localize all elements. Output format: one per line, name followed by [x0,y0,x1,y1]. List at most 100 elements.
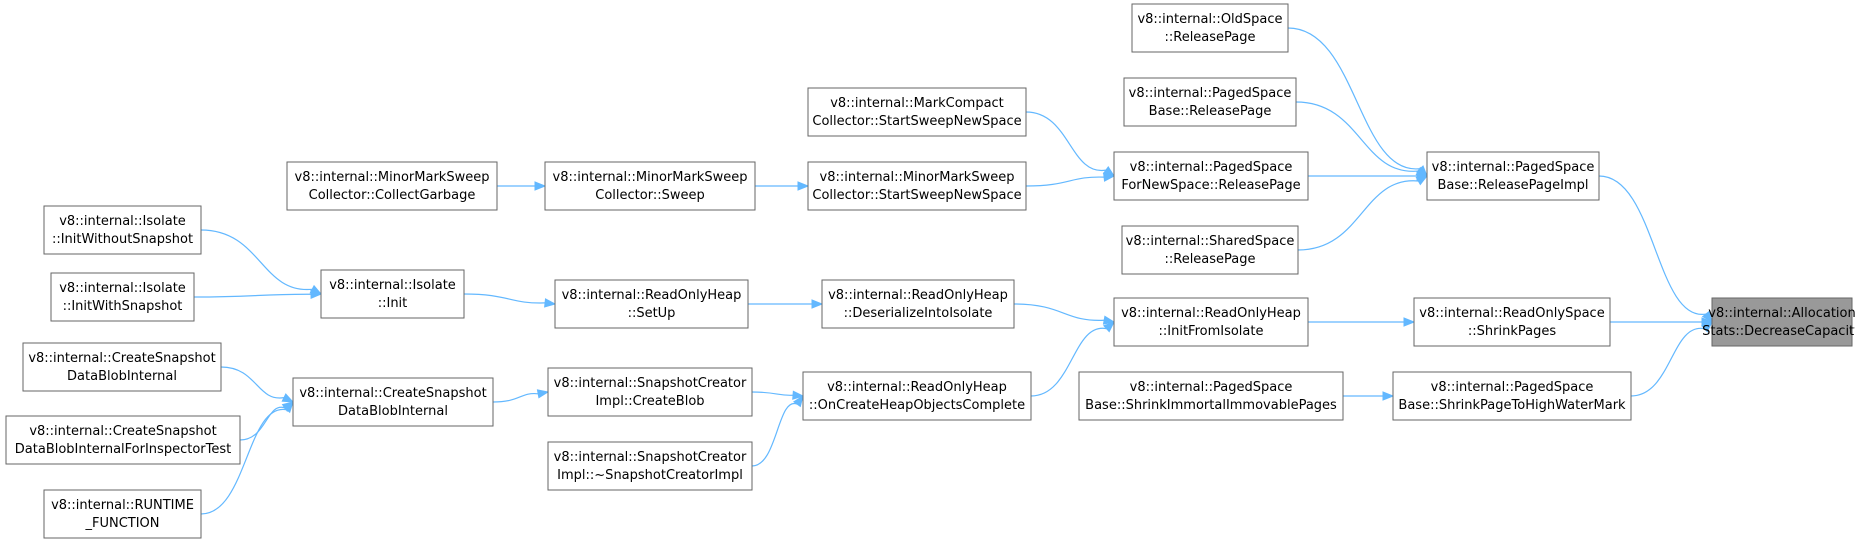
node-label: ::DeserializeIntoIsolate [844,306,993,321]
node-box[interactable] [43,205,202,255]
node-label: Collector::StartSweepNewSpace [812,188,1021,203]
edge-arrowhead [792,394,804,408]
graph-node[interactable]: v8::internal::Isolate::Init [320,269,465,319]
graph-node[interactable]: v8::internal::ReadOnlyHeap::OnCreateHeap… [802,371,1032,421]
graph-node[interactable]: v8::internal::PagedSpaceForNewSpace::Rel… [1113,151,1309,201]
node-box[interactable] [554,279,749,329]
node-box[interactable] [50,272,195,322]
edge-line [1025,176,1105,187]
node-label: v8::internal::ReadOnlyHeap [828,288,1008,303]
edge-line [1013,303,1105,321]
edge-line [1295,101,1419,172]
node-label: Collector::Sweep [595,188,704,203]
node-label: v8::internal::ReadOnlyHeap [562,288,742,303]
edge-arrowhead [1103,321,1116,333]
node-box[interactable] [43,489,202,539]
edge-line [751,403,798,467]
node-label: ::OnCreateHeapObjectsComplete [809,398,1025,413]
node-box[interactable] [1413,297,1611,347]
node-box[interactable] [1123,77,1297,127]
edges-layer [193,27,1714,515]
graph-node[interactable]: v8::internal::Isolate::InitWithoutSnapsh… [43,205,202,255]
edge-arrowhead [310,289,323,299]
node-box[interactable] [547,367,753,417]
graph-node[interactable]: v8::internal::AllocationStats::DecreaseC… [1702,297,1855,347]
node-box[interactable] [544,161,756,211]
nodes-layer: v8::internal::AllocationStats::DecreaseC… [5,3,1855,539]
node-box[interactable] [821,279,1015,329]
node-box[interactable] [1711,297,1853,347]
edge-arrowhead [1701,321,1713,333]
node-label: ::InitWithSnapshot [63,299,183,314]
node-box[interactable] [1113,297,1309,347]
node-label: DataBlobInternalForInspectorTest [15,442,231,457]
node-box[interactable] [1113,151,1309,201]
node-label: ::InitWithoutSnapshot [52,232,193,247]
node-label: ::SetUp [628,306,676,321]
node-label: v8::internal::Isolate [59,214,186,229]
graph-node[interactable]: v8::internal::OldSpace::ReleasePage [1131,3,1289,53]
node-label: v8::internal::SharedSpace [1126,234,1295,249]
graph-node[interactable]: v8::internal::PagedSpaceBase::ShrinkPage… [1392,371,1632,421]
node-box[interactable] [292,377,494,427]
edge-line [239,406,286,441]
node-box[interactable] [1121,225,1299,275]
graph-node[interactable]: v8::internal::ReadOnlyHeap::SetUp [554,279,749,329]
graph-node[interactable]: v8::internal::MarkCompactCollector::Star… [807,87,1027,137]
edge-arrowhead [792,390,805,400]
node-label: _FUNCTION [84,516,159,531]
node-label: v8::internal::SnapshotCreator [554,376,747,391]
graph-node[interactable]: v8::internal::CreateSnapshotDataBlobInte… [22,342,222,392]
node-box[interactable] [802,371,1032,421]
graph-node[interactable]: v8::internal::ReadOnlyHeap::InitFromIsol… [1113,297,1309,347]
edge-arrowhead [1102,315,1116,325]
edge-line [1025,111,1107,171]
graph-node[interactable]: v8::internal::MinorMarkSweepCollector::S… [544,161,756,211]
edge-arrowhead [811,299,824,309]
node-label: v8::internal::Isolate [329,278,456,293]
edge-arrowhead [282,400,294,414]
graph-node[interactable]: v8::internal::CreateSnapshotDataBlobInte… [5,415,241,465]
node-box[interactable] [1426,151,1600,201]
node-box[interactable] [5,415,241,465]
graph-node[interactable]: v8::internal::PagedSpaceBase::ShrinkImmo… [1078,371,1344,421]
graph-node[interactable]: v8::internal::ReadOnlySpace::ShrinkPages [1413,297,1611,347]
graph-node[interactable]: v8::internal::Isolate::InitWithSnapshot [50,272,195,322]
node-label: v8::internal::CreateSnapshot [28,351,215,366]
node-box[interactable] [1392,371,1632,421]
node-label: v8::internal::RUNTIME [51,498,194,513]
edge-arrowhead [797,181,810,191]
node-label: v8::internal::PagedSpace [1130,380,1293,395]
node-box[interactable] [1131,3,1289,53]
edge-arrowhead [1382,391,1395,401]
node-box[interactable] [547,441,753,491]
graph-node[interactable]: v8::internal::SharedSpace::ReleasePage [1121,225,1299,275]
graph-node[interactable]: v8::internal::RUNTIME_FUNCTION [43,489,202,539]
graph-node[interactable]: v8::internal::ReadOnlyHeap::DeserializeI… [821,279,1015,329]
node-label: v8::internal::PagedSpace [1432,160,1595,175]
node-label: ::ReleasePage [1164,252,1255,267]
node-label: v8::internal::MinorMarkSweep [820,170,1015,185]
node-label: Collector::CollectGarbage [309,188,476,203]
edge-line [1598,175,1706,315]
node-label: Base::ShrinkPageToHighWaterMark [1398,398,1626,413]
edge-line [220,366,285,399]
graph-node[interactable]: v8::internal::SnapshotCreatorImpl::~Snap… [547,441,753,491]
graph-node[interactable]: v8::internal::MinorMarkSweepCollector::S… [807,161,1027,211]
graph-node[interactable]: v8::internal::PagedSpaceBase::ReleasePag… [1426,151,1600,201]
edge-line [200,409,287,515]
node-label: v8::internal::SnapshotCreator [554,450,747,465]
node-box[interactable] [22,342,222,392]
graph-node[interactable]: v8::internal::PagedSpaceBase::ReleasePag… [1123,77,1297,127]
graph-node[interactable]: v8::internal::MinorMarkSweepCollector::C… [286,161,498,211]
node-label: v8::internal::OldSpace [1137,12,1282,27]
node-box[interactable] [807,161,1027,211]
node-box[interactable] [320,269,465,319]
node-box[interactable] [807,87,1027,137]
node-label: DataBlobInternal [67,369,177,384]
graph-node[interactable]: v8::internal::SnapshotCreatorImpl::Creat… [547,367,753,417]
node-box[interactable] [1078,371,1344,421]
node-box[interactable] [286,161,498,211]
edge-line [193,293,312,298]
graph-node[interactable]: v8::internal::CreateSnapshotDataBlobInte… [292,377,494,427]
